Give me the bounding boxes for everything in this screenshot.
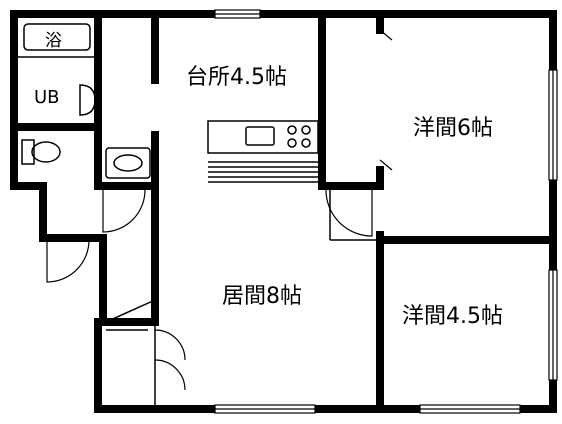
thin-lines (14, 56, 553, 409)
room-label-kitchen: 台所4.5帖 (186, 65, 287, 90)
room-label-western-room-1: 洋間6帖 (413, 116, 493, 141)
washbasin-icon (105, 147, 151, 179)
counter-lines (208, 161, 318, 183)
room-label-living-room: 居間8帖 (222, 284, 302, 309)
kitchen-counter-icon (207, 120, 319, 154)
basin-icon (79, 84, 96, 116)
room-label-western-room-2: 洋間4.5帖 (402, 304, 503, 329)
room-label-unit-bath: UB (34, 87, 60, 108)
bathtub-icon (23, 23, 91, 51)
fixtures (21, 23, 319, 179)
toilet-icon (21, 139, 61, 165)
room-label-bath: 浴 (45, 31, 62, 51)
door-swings (46, 29, 393, 391)
windows (214, 9, 558, 414)
